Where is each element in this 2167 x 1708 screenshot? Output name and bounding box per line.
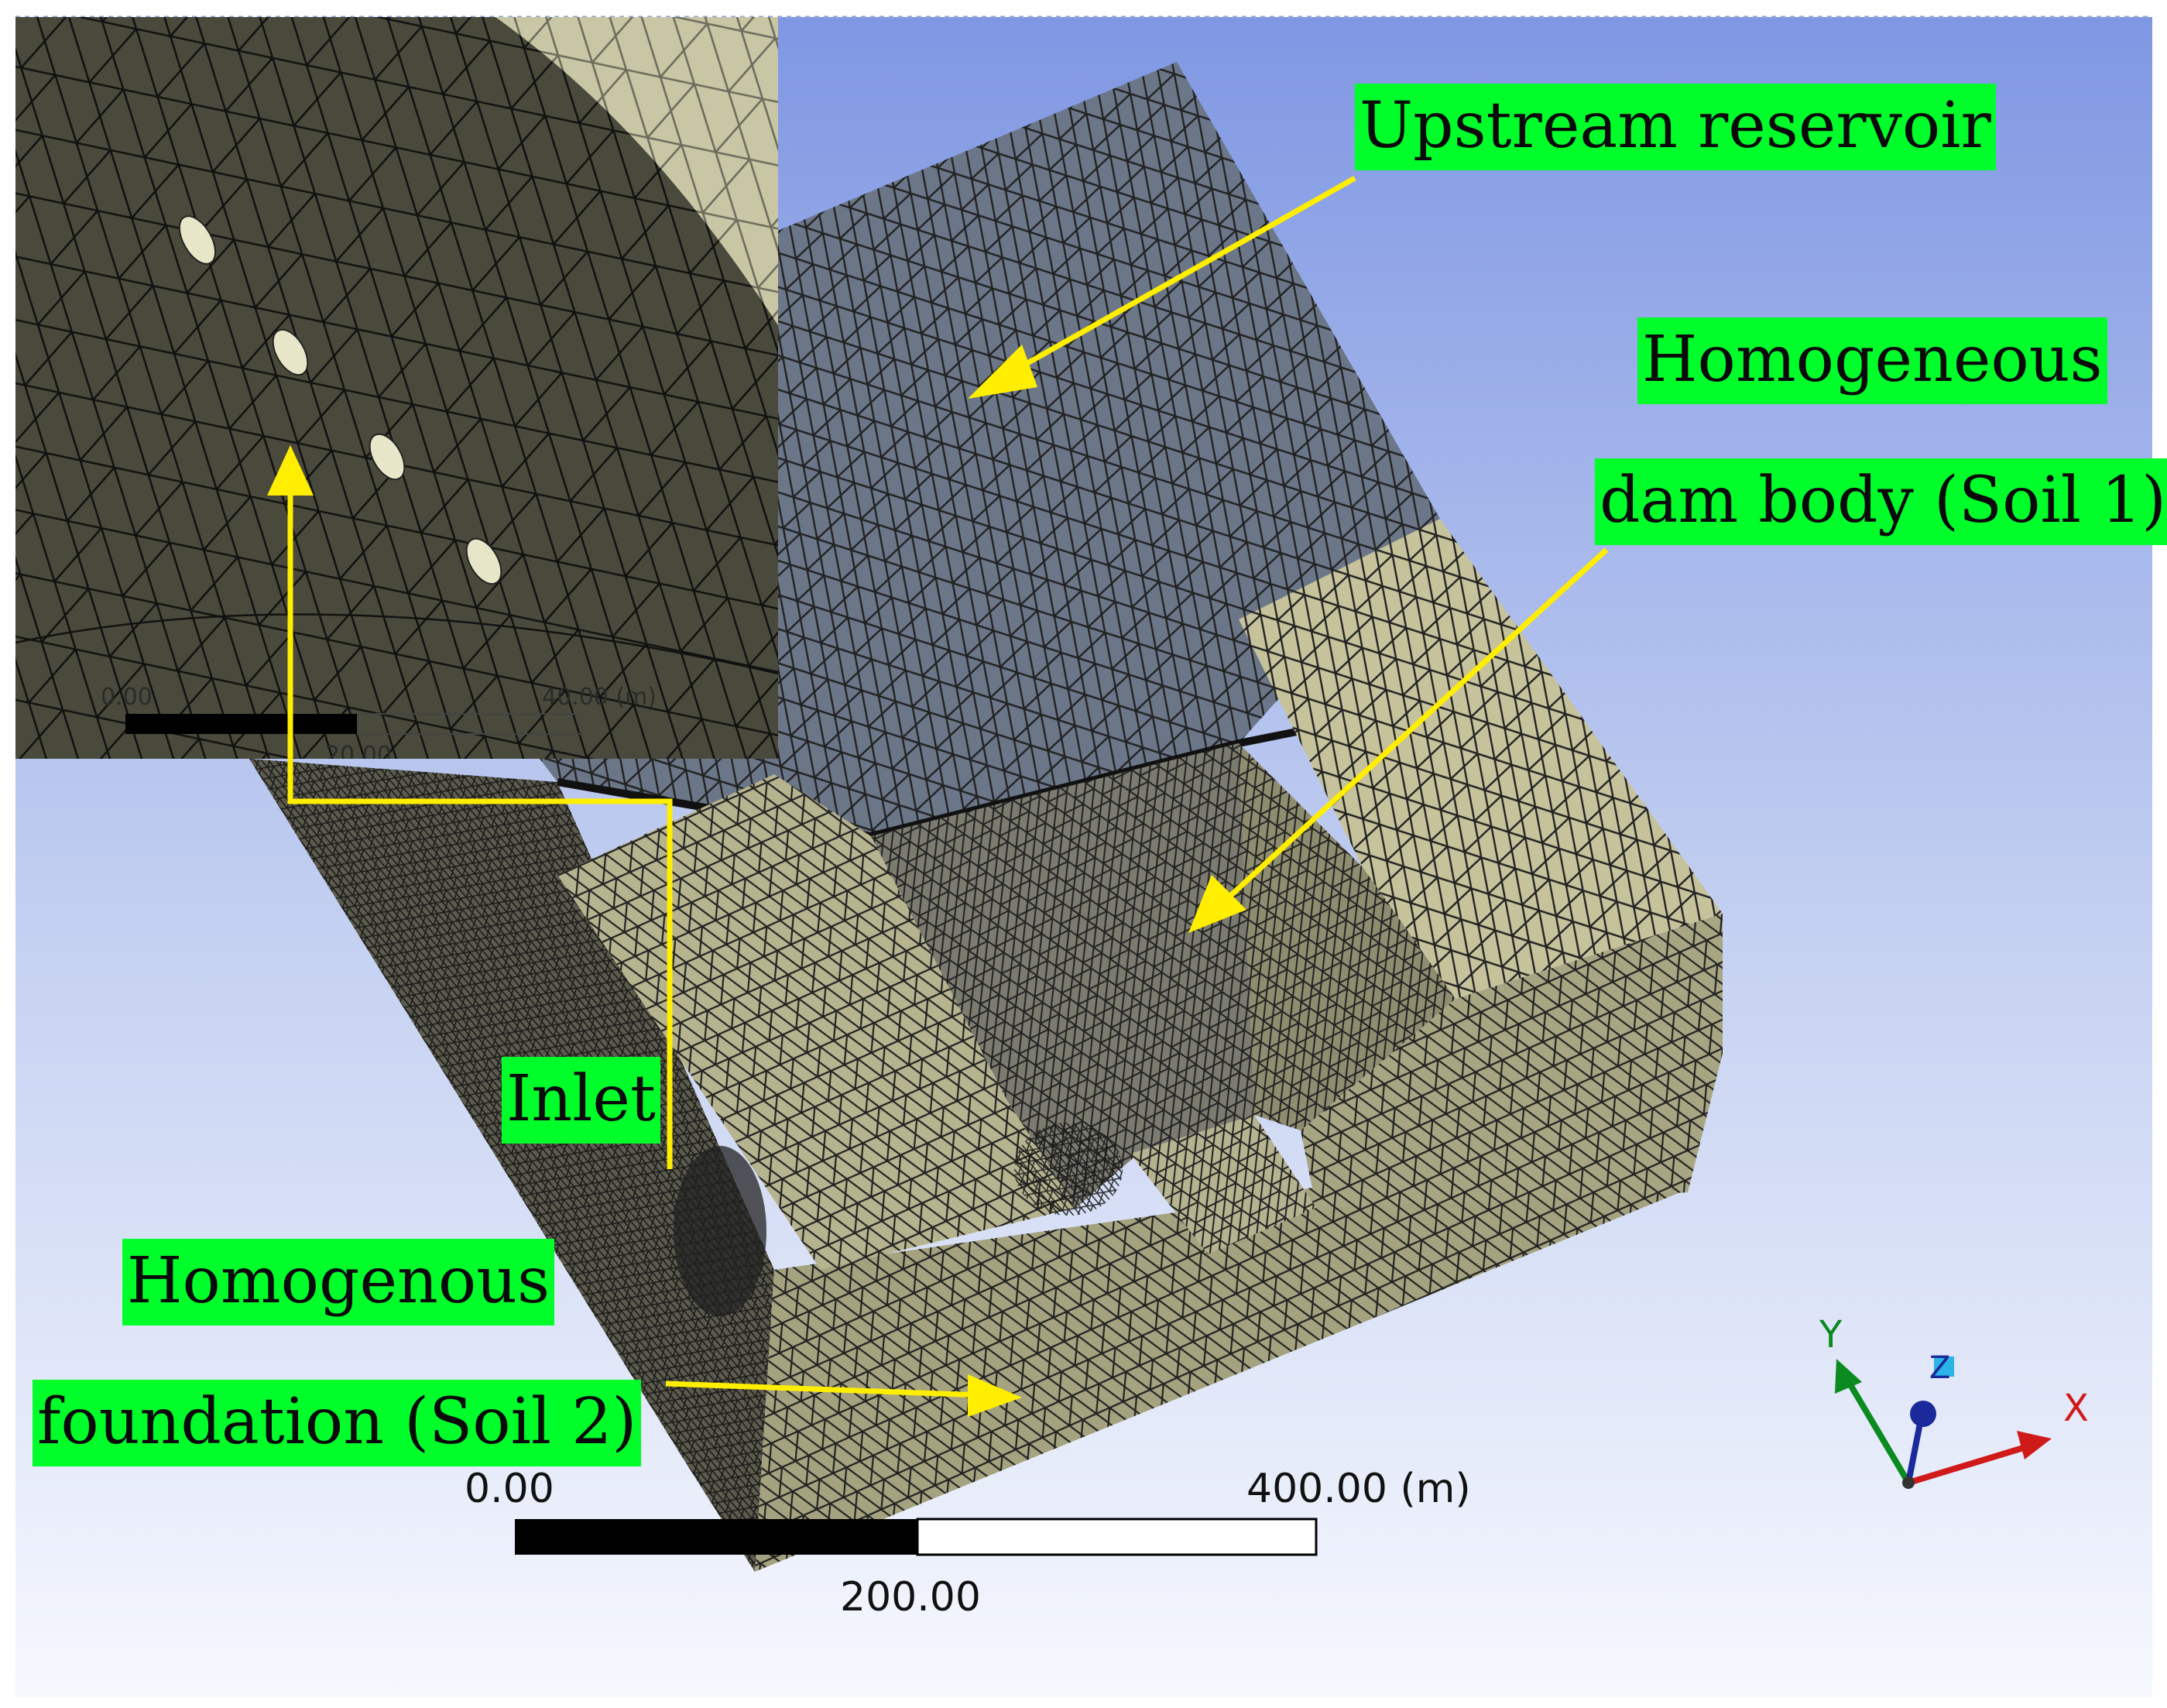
x-axis-head	[2017, 1431, 2052, 1459]
label-inlet: Inlet	[502, 1057, 660, 1144]
scale-end: 400.00 (m)	[1246, 1466, 1471, 1512]
arrow-upstream-head	[968, 345, 1037, 399]
axis-triad[interactable]: Y X Z	[1819, 1313, 2089, 1489]
z-axis-label: Z	[1929, 1350, 1950, 1386]
annotation-arrows	[267, 175, 1609, 1417]
inset-scale-start: 0.00	[101, 684, 153, 711]
inlet-hole-1	[178, 215, 217, 265]
x-axis-label: X	[2063, 1387, 2089, 1430]
arrow-dam-head	[1188, 875, 1246, 933]
inset-scale-bar-black	[125, 714, 358, 734]
zoom-inset: 0.00 20.00 40.00 (m)	[15, 17, 778, 769]
inlet-hole-4	[465, 537, 502, 585]
inset-scale-bar-white	[357, 713, 583, 735]
arrow-foundation-head	[968, 1374, 1022, 1417]
scale-bar-white	[916, 1518, 1318, 1556]
inlet-hole-2	[272, 328, 309, 376]
label-upstream-reservoir: Upstream reservoir	[1355, 84, 1996, 170]
label-dam-line1: Homogeneous	[1637, 317, 2107, 404]
z-axis-head	[1910, 1401, 1936, 1427]
label-dam-line2: dam body (Soil 1)	[1595, 458, 2167, 545]
inlet-region[interactable]	[674, 1146, 766, 1316]
x-axis-line	[1907, 1443, 2030, 1486]
arrow-inlet-head	[267, 445, 314, 496]
y-axis-line	[1843, 1376, 1912, 1485]
label-foundation-line2: foundation (Soil 2)	[33, 1380, 642, 1466]
scale-bar-black	[515, 1519, 917, 1555]
inlet-hole-3	[369, 433, 406, 481]
inset-scale-end: 40.00 (m)	[542, 684, 657, 711]
scale-start: 0.00	[465, 1466, 554, 1512]
y-axis-label: Y	[1819, 1313, 1843, 1356]
view-cube-icon	[1934, 1356, 1954, 1377]
z-axis-line	[1905, 1415, 1925, 1483]
scale-bar: 0.00 200.00 400.00 (m)	[465, 1466, 1471, 1621]
label-foundation-line1: Homogenous	[122, 1239, 555, 1326]
inset-scale-mid: 20.00	[325, 742, 392, 769]
y-axis-head	[1835, 1359, 1862, 1394]
scale-mid: 200.00	[840, 1574, 981, 1621]
